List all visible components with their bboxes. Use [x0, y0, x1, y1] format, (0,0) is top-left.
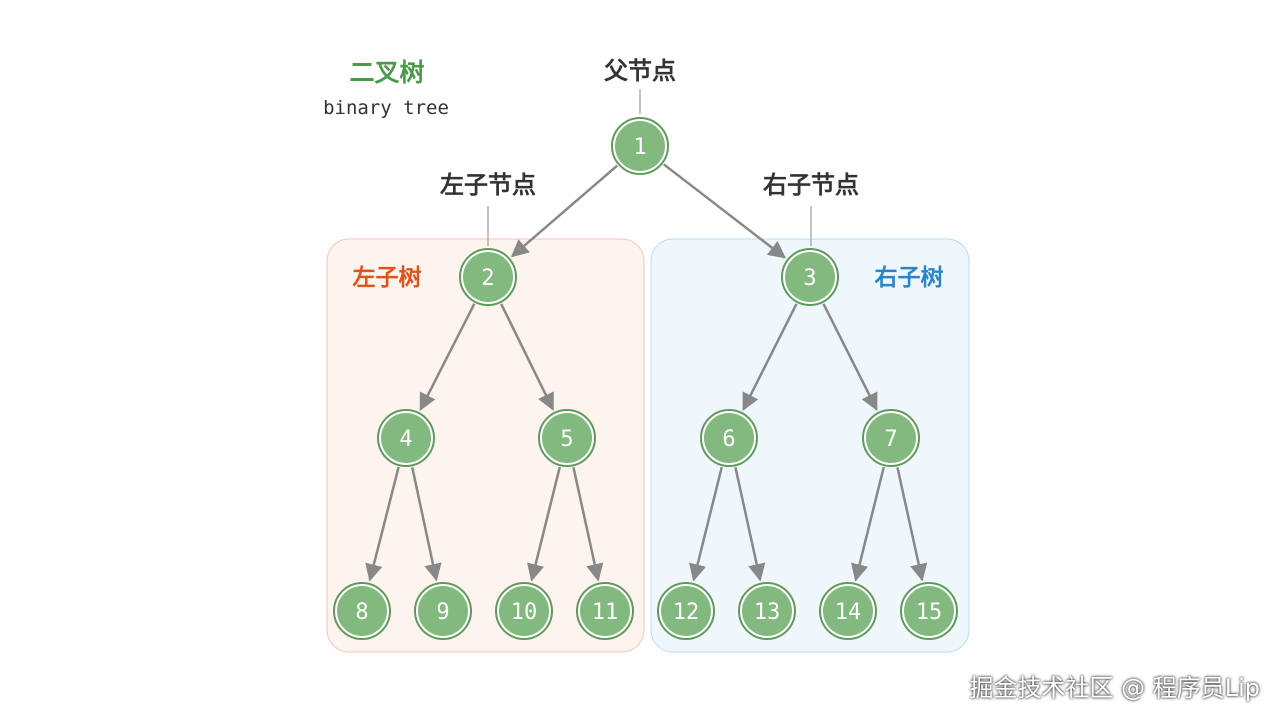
node-label-3: 3 [803, 266, 816, 291]
node-label-15: 15 [916, 600, 943, 625]
tree-node-8: 8 [333, 582, 391, 640]
left-subtree-region [326, 238, 645, 653]
node-fill [823, 586, 873, 636]
node-fill [542, 413, 592, 463]
right-subtree-region [650, 238, 970, 653]
node-label-5: 5 [560, 427, 573, 452]
node-fill [463, 252, 513, 302]
left-subtree-label: 左子树 [353, 265, 422, 291]
tree-node-13: 13 [738, 582, 796, 640]
node-fill [866, 413, 916, 463]
tree-node-14: 14 [819, 582, 877, 640]
tree-node-7: 7 [862, 409, 920, 467]
node-label-6: 6 [722, 427, 735, 452]
tree-node-6: 6 [700, 409, 758, 467]
edge-3-6 [742, 303, 798, 411]
edge-7-15 [896, 467, 928, 582]
edge-2-4 [419, 303, 476, 412]
edge-4-8 [365, 466, 400, 582]
node-label-2: 2 [481, 266, 494, 291]
node-label-1: 1 [633, 135, 646, 160]
edge-5-11 [572, 467, 604, 582]
node-fill [742, 586, 792, 636]
node-label-4: 4 [399, 427, 412, 452]
parent-node-label: 父节点 [604, 57, 676, 85]
edge-5-10 [527, 466, 561, 582]
diagram-title-chinese: 二叉树 [349, 58, 424, 87]
tree-node-11: 11 [576, 582, 634, 640]
tree-node-9: 9 [414, 582, 472, 640]
node-fill [418, 586, 468, 636]
edge-1-2 [510, 164, 619, 258]
edge-1-3 [663, 163, 787, 259]
tree-edges [365, 163, 928, 582]
edge-2-5 [500, 303, 555, 411]
tree-node-4: 4 [377, 409, 435, 467]
node-fill [785, 252, 835, 302]
node-label-10: 10 [511, 600, 538, 625]
node-label-13: 13 [754, 600, 781, 625]
left-child-node-label: 左子节点 [440, 171, 536, 199]
tree-node-1: 1 [611, 117, 669, 175]
tree-node-12: 12 [657, 582, 715, 640]
edge-6-13 [734, 467, 766, 582]
right-subtree-label: 右子树 [875, 264, 944, 291]
edge-7-14 [851, 466, 885, 582]
tree-node-3: 3 [781, 248, 839, 306]
node-fill [580, 586, 630, 636]
edge-4-9 [411, 467, 442, 582]
edge-6-12 [689, 466, 723, 582]
node-label-12: 12 [673, 600, 700, 625]
node-fill [499, 586, 549, 636]
tree-node-10: 10 [495, 582, 553, 640]
right-child-node-label: 右子节点 [763, 171, 859, 199]
watermark: 掘金技术社区 @ 程序员Lip [969, 674, 1260, 702]
edge-3-7 [822, 303, 878, 411]
node-fill [381, 413, 431, 463]
node-fill [904, 586, 954, 636]
node-label-14: 14 [835, 600, 862, 625]
node-fill [661, 586, 711, 636]
node-label-11: 11 [592, 600, 619, 625]
node-label-8: 8 [355, 600, 368, 625]
node-label-9: 9 [436, 600, 449, 625]
node-label-7: 7 [884, 427, 897, 452]
node-fill [704, 413, 754, 463]
node-fill [615, 121, 665, 171]
diagram-title-english: binary tree [323, 97, 449, 119]
tree-node-5: 5 [538, 409, 596, 467]
node-fill [337, 586, 387, 636]
tree-node-15: 15 [900, 582, 958, 640]
tree-node-2: 2 [459, 248, 517, 306]
